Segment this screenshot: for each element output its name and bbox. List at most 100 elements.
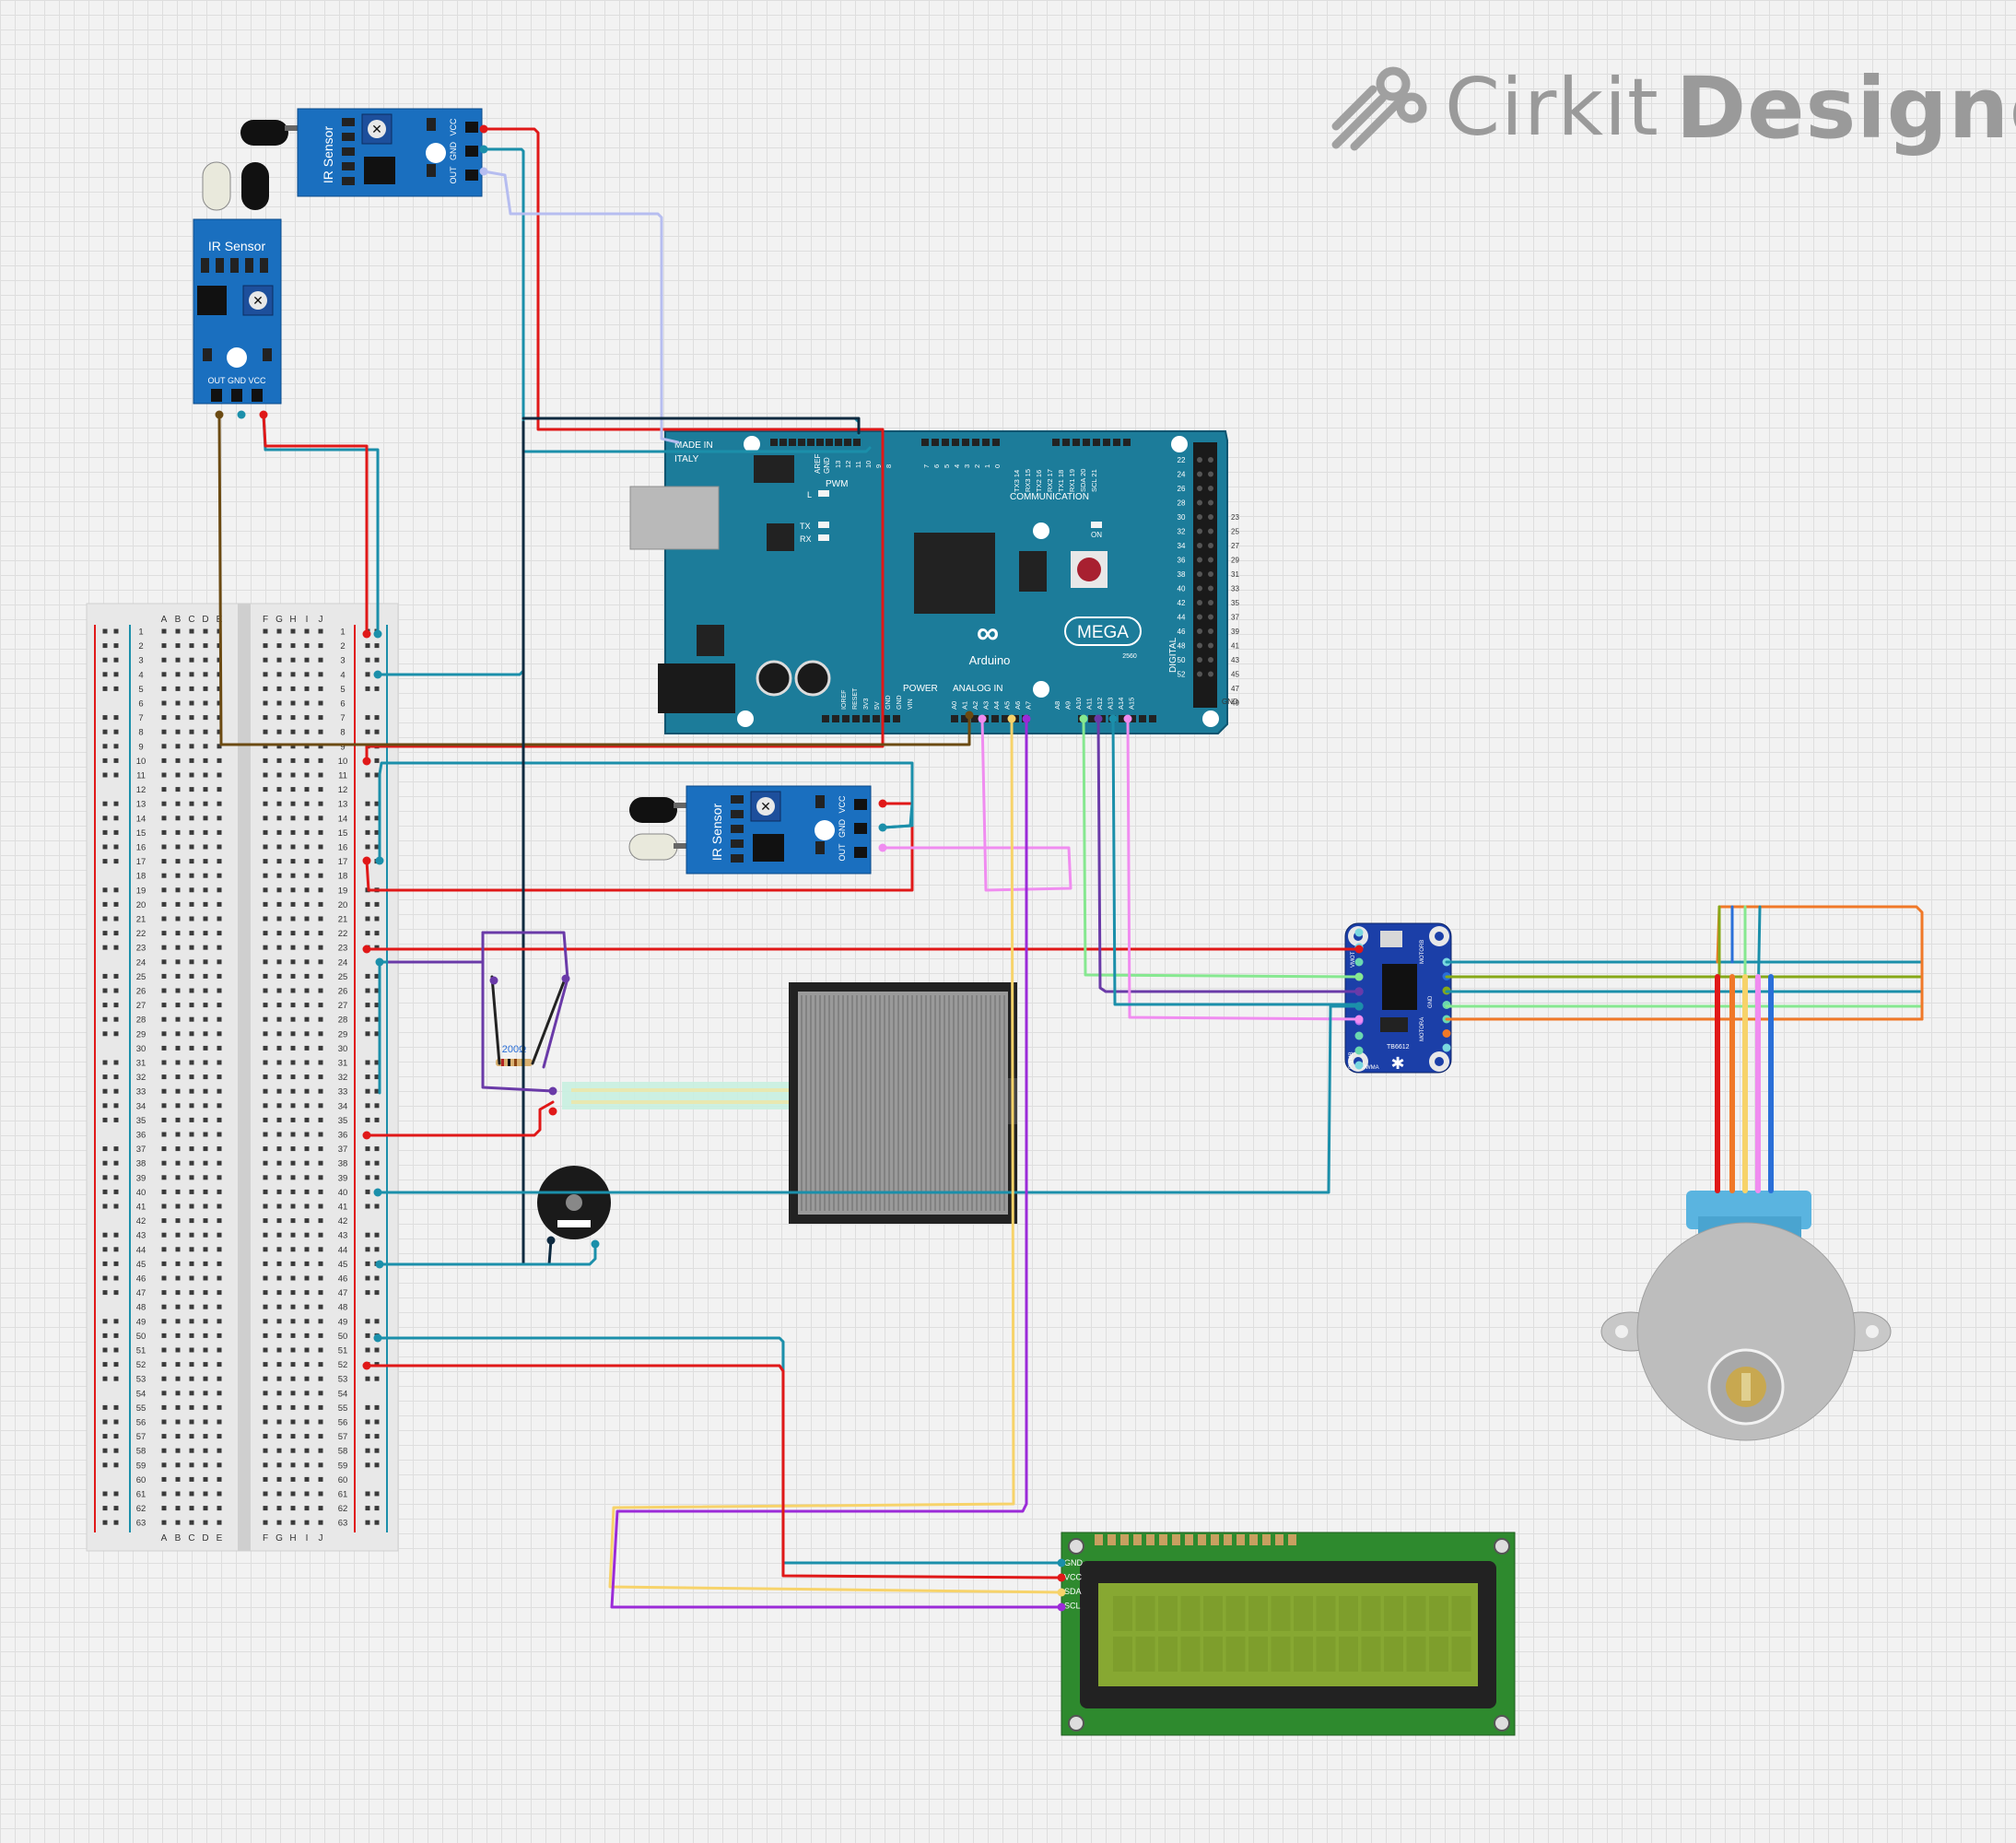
rail-hole bbox=[102, 672, 108, 677]
digital-pin-label: 6 bbox=[932, 464, 941, 468]
breadboard-hole bbox=[161, 1448, 167, 1453]
breadboard-hole bbox=[175, 1506, 181, 1511]
breadboard-hole bbox=[175, 1247, 181, 1252]
breadboard-hole bbox=[304, 988, 310, 993]
breadboard-hole bbox=[263, 1506, 268, 1511]
digital-pin-label: 45 bbox=[1231, 671, 1239, 679]
breadboard-hole bbox=[290, 959, 296, 965]
breadboard-hole bbox=[318, 772, 323, 778]
mount-hole bbox=[1171, 436, 1188, 452]
rail-hole bbox=[102, 1247, 108, 1252]
breadboard-hole bbox=[175, 1332, 181, 1338]
rail-hole bbox=[374, 1520, 380, 1525]
breadboard-row-number: 25 bbox=[338, 972, 348, 982]
wire-endpoint bbox=[548, 1107, 557, 1116]
ir-pin-header bbox=[854, 823, 867, 834]
lcd-pin-label: VCC bbox=[1064, 1573, 1083, 1582]
mount-hole bbox=[1068, 1715, 1084, 1731]
breadboard-hole bbox=[217, 1448, 222, 1453]
breadboard-row-number: 10 bbox=[136, 757, 147, 767]
breadboard-hole bbox=[304, 1491, 310, 1497]
digital-pin-label: 22 bbox=[1178, 456, 1186, 464]
breadboard-hole bbox=[175, 1003, 181, 1008]
breadboard-hole bbox=[263, 1347, 268, 1353]
breadboard-hole bbox=[175, 988, 181, 993]
breadboard-hole bbox=[276, 1132, 282, 1137]
breadboard-hole bbox=[263, 757, 268, 763]
potentiometer-knob bbox=[368, 120, 386, 138]
breadboard-row-number: 45 bbox=[136, 1260, 147, 1270]
wire-endpoint bbox=[362, 1131, 371, 1140]
breadboard-hole bbox=[161, 1434, 167, 1439]
lcd-top-pin bbox=[1095, 1534, 1103, 1545]
rail-hole bbox=[374, 1060, 380, 1065]
wires bbox=[217, 127, 1924, 1609]
led-l bbox=[818, 490, 829, 497]
breadboard-row-number: 51 bbox=[338, 1346, 348, 1356]
breadboard-hole bbox=[263, 1419, 268, 1425]
rail-hole bbox=[374, 1506, 380, 1511]
breadboard-hole bbox=[203, 1247, 208, 1252]
breadboard-row-number: 16 bbox=[338, 843, 348, 853]
breadboard-row-number: 46 bbox=[136, 1274, 147, 1285]
breadboard-hole bbox=[217, 787, 222, 792]
breadboard-hole bbox=[203, 816, 208, 821]
ir-led-leg bbox=[285, 125, 298, 131]
breadboard-hole bbox=[263, 686, 268, 691]
breadboard-hole bbox=[318, 1045, 323, 1051]
breadboard-hole bbox=[318, 1520, 323, 1525]
arduino-infinity-logo: ∞ bbox=[977, 616, 999, 651]
breadboard-hole bbox=[276, 873, 282, 878]
breadboard-hole bbox=[276, 1045, 282, 1051]
breadboard-hole bbox=[175, 1448, 181, 1453]
rail-hole bbox=[102, 901, 108, 907]
breadboard-hole bbox=[290, 945, 296, 950]
power-pin-label: GND bbox=[885, 695, 892, 710]
breadboard-hole bbox=[290, 1203, 296, 1209]
breadboard-hole bbox=[217, 715, 222, 721]
breadboard-hole bbox=[175, 1434, 181, 1439]
stepper-motor bbox=[1600, 1191, 1892, 1441]
breadboard-hole bbox=[189, 1232, 194, 1238]
ir-pin-label: VCC bbox=[449, 118, 458, 136]
header-hole bbox=[1208, 628, 1213, 634]
breadboard-row-number: 23 bbox=[338, 944, 348, 954]
mount-hole bbox=[1494, 1538, 1510, 1555]
aref-label: AREF bbox=[814, 454, 822, 474]
digital-pin-label: 3 bbox=[963, 464, 971, 468]
wire-endpoint bbox=[1354, 945, 1364, 954]
breadboard-row-number: 60 bbox=[338, 1475, 348, 1485]
rail-hole bbox=[113, 1232, 119, 1238]
breadboard-hole bbox=[217, 859, 222, 864]
breadboard-hole bbox=[203, 1347, 208, 1353]
breadboard-hole bbox=[263, 1045, 268, 1051]
breadboard-hole bbox=[304, 1520, 310, 1525]
breadboard-row-number: 14 bbox=[136, 814, 147, 824]
rail-hole bbox=[113, 1319, 119, 1324]
ir-comparator-chip bbox=[753, 834, 784, 862]
mount-hole-inner bbox=[1435, 1057, 1444, 1066]
breadboard-hole bbox=[175, 859, 181, 864]
rail-hole bbox=[365, 1074, 370, 1080]
breadboard-hole bbox=[318, 1275, 323, 1281]
breadboard-hole bbox=[276, 887, 282, 893]
breadboard-row-number: 16 bbox=[136, 843, 147, 853]
ir-pin-header bbox=[465, 146, 478, 157]
breadboard-row-number: 24 bbox=[136, 957, 147, 968]
breadboard-row-number: 28 bbox=[136, 1015, 147, 1026]
ir-smd-part bbox=[731, 795, 744, 804]
breadboard-row-number: 38 bbox=[136, 1159, 147, 1169]
breadboard-hole bbox=[276, 1088, 282, 1094]
header-hole bbox=[1208, 457, 1213, 463]
header-hole bbox=[1197, 657, 1202, 663]
breadboard-row-number: 54 bbox=[136, 1389, 147, 1399]
ir-smd-part bbox=[263, 348, 272, 361]
breadboard-hole bbox=[189, 1319, 194, 1324]
breadboard-hole bbox=[276, 1506, 282, 1511]
digital-pin-label: 1 bbox=[983, 464, 991, 468]
header-hole bbox=[1197, 628, 1202, 634]
breadboard-hole bbox=[203, 757, 208, 763]
breadboard-hole bbox=[189, 744, 194, 749]
lcd-char-cell bbox=[1294, 1637, 1313, 1672]
ir-pin-header bbox=[465, 170, 478, 181]
